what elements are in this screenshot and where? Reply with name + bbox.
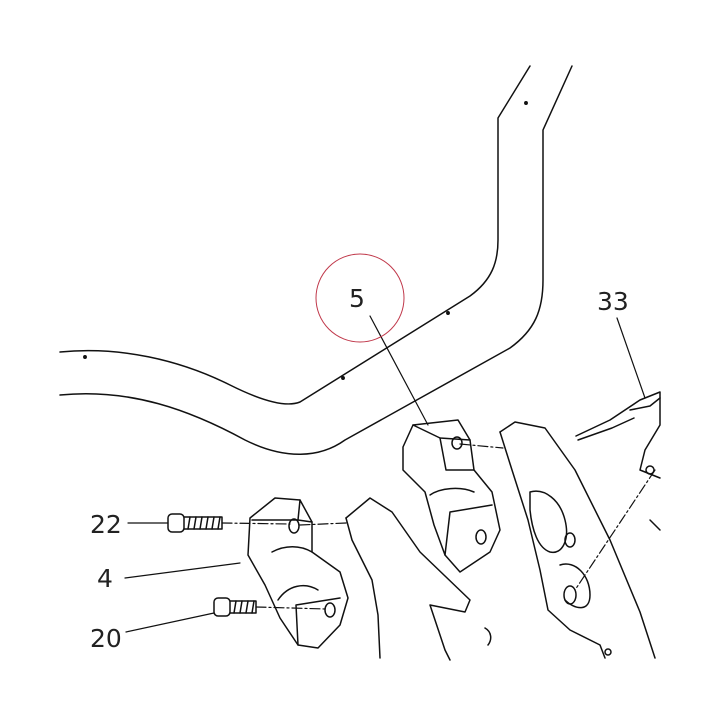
callout-33: 33: [597, 287, 629, 316]
handlebar: [59, 65, 573, 455]
bolt-22: [167, 513, 223, 533]
callout-4: 4: [97, 564, 113, 593]
callout-5: 5: [349, 284, 365, 313]
riser-lower-body-left: [345, 497, 492, 661]
riser-clamp-cap-5: [402, 419, 501, 573]
callout-20: 20: [90, 624, 122, 653]
bolt-20: [213, 597, 257, 617]
alignment-lines: [221, 443, 656, 610]
riser-clamp-cap-4: [247, 497, 349, 649]
riser-upper-body-right: [499, 421, 656, 659]
bracket-33: [575, 391, 661, 531]
callout-22: 22: [90, 510, 122, 539]
highlight-circle: [315, 253, 405, 343]
leader-lines: [124, 315, 646, 633]
